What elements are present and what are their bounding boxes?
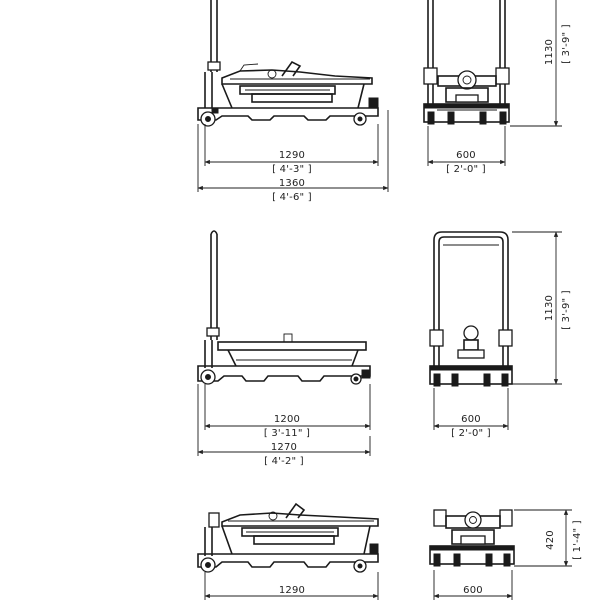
bottom-front-height-ft: [ 1'-4" ] (572, 520, 583, 560)
middle-front-width-ft: [ 2'-0" ] (451, 428, 491, 439)
bottom-front-width-mm: 600 (463, 585, 483, 596)
middle-front-dimensions: 600 [ 2'-0" ] 1130 [ 3'-9" ] (433, 231, 572, 439)
middle-side-length-mm: 1200 (274, 414, 300, 425)
top-side-dimensions: 1290 [ 4'-3" ] 1360 [ 4'-6" ] (197, 110, 389, 203)
top-side-view (197, 0, 379, 127)
top-front-height-mm: 1130 (544, 39, 555, 65)
top-front-height-ft: [ 3'-9" ] (561, 24, 572, 64)
top-side-length-mm: 1290 (279, 150, 305, 161)
middle-front-view (429, 231, 513, 387)
bottom-side-view (197, 502, 379, 573)
middle-side-view (197, 230, 371, 385)
top-front-width-ft: [ 2'-0" ] (446, 164, 486, 175)
top-side-length-ft: [ 4'-3" ] (272, 164, 312, 175)
top-front-view (423, 0, 510, 125)
top-side-overall-ft: [ 4'-6" ] (272, 192, 312, 203)
bottom-front-height-mm: 420 (545, 530, 556, 550)
bottom-front-view (429, 509, 515, 567)
middle-side-dimensions: 1200 [ 3'-11" ] 1270 [ 4'-2" ] (197, 384, 371, 467)
middle-front-width-mm: 600 (461, 414, 481, 425)
middle-front-height-mm: 1130 (544, 295, 555, 321)
top-side-overall-mm: 1360 (279, 178, 305, 189)
middle-front-height-ft: [ 3'-9" ] (561, 290, 572, 330)
top-front-dimensions: 600 [ 2'-0" ] 1130 [ 3'-9" ] (427, 0, 572, 175)
top-front-width-mm: 600 (456, 150, 476, 161)
bottom-side-length-mm: 1290 (279, 585, 305, 596)
bottom-front-dimensions: 600 420 [ 1'-4" ] (433, 509, 583, 600)
middle-side-length-ft: [ 3'-11" ] (264, 428, 310, 439)
middle-side-overall-mm: 1270 (271, 442, 297, 453)
bottom-side-dimensions: 1290 (204, 572, 379, 600)
middle-side-overall-ft: [ 4'-2" ] (264, 456, 304, 467)
